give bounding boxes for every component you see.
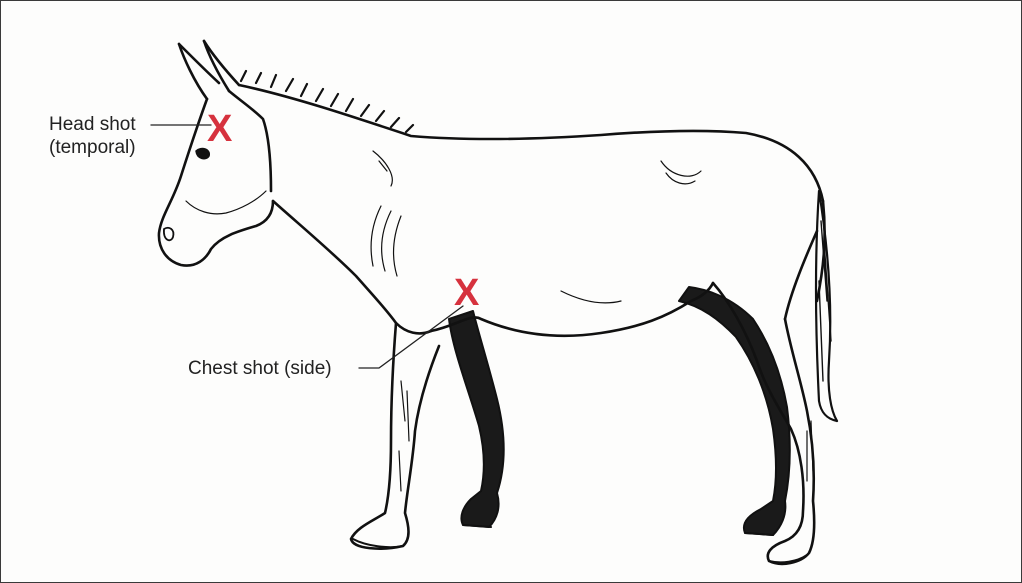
head-shot-label-line1: Head shot: [49, 113, 136, 136]
head-shot-marker: X: [207, 110, 232, 148]
head-shot-label: Head shot (temporal): [49, 113, 136, 159]
chest-shot-marker: X: [454, 274, 479, 312]
far-legs: [449, 287, 790, 535]
chest-leader-line: [359, 306, 463, 368]
chest-shot-label: Chest shot (side): [188, 357, 332, 380]
head-shot-label-line2: (temporal): [49, 136, 136, 159]
leader-lines: [151, 125, 463, 368]
